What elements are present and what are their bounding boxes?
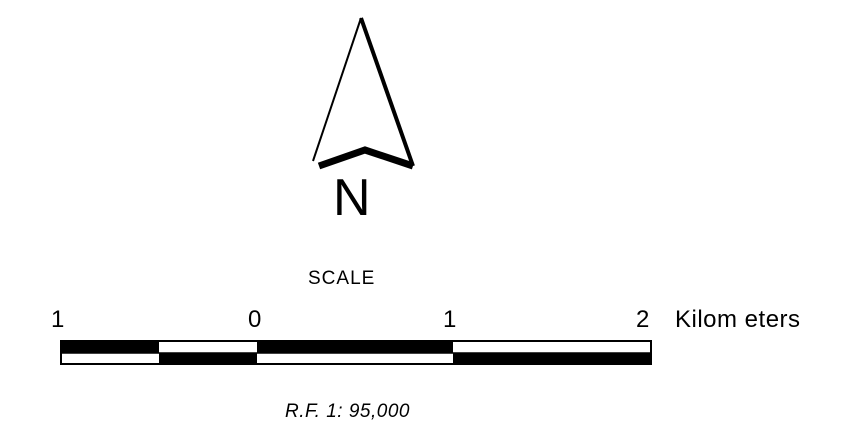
north-arrow-right-edge [359,17,415,167]
scale-bar-seg-a-top [61,341,159,353]
scale-tick-0: 0 [248,306,262,333]
representative-fraction: R.F. 1: 95,000 [285,401,410,422]
scale-tick-2: 2 [636,306,650,333]
scale-tick-1: 1 [443,306,457,333]
scale-title: SCALE [308,268,376,289]
scale-units: Kilom eters [675,306,801,333]
scale-bar-seg-d-bottom [453,353,651,364]
north-arrow-icon [312,17,415,170]
scale-bar-seg-b-bottom [159,353,257,364]
north-arrow-left-edge [312,17,362,162]
scale-bar [60,340,652,365]
north-arrow-base [317,146,415,170]
scale-bar-seg-c-top [257,341,453,353]
scale-tick-left-1: 1 [51,306,65,333]
north-letter: N [333,169,371,227]
